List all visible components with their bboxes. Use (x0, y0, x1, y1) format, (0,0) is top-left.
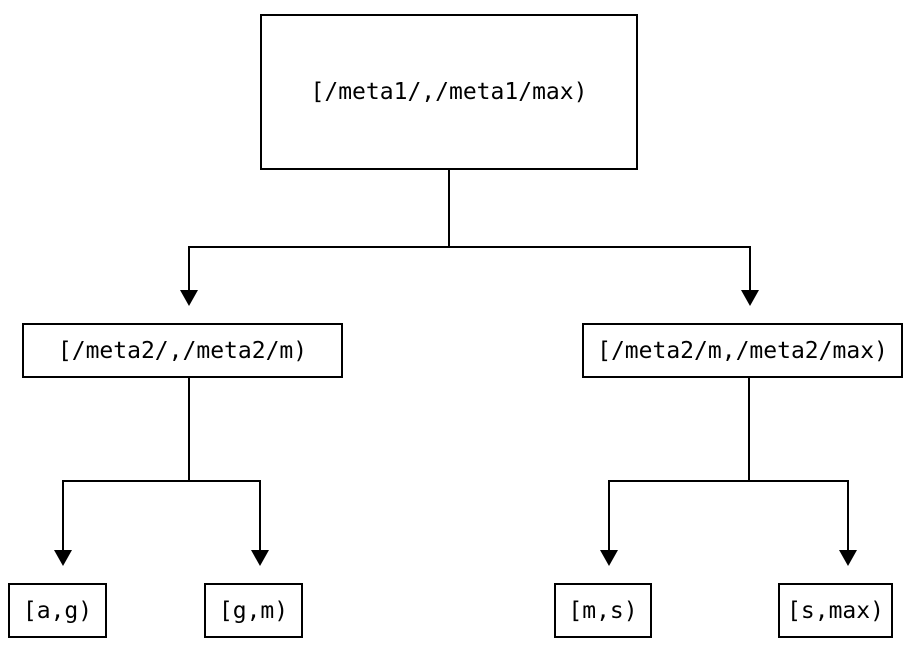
connector-root-drop-right (749, 246, 751, 290)
connector-root-drop-left (188, 246, 190, 290)
connector-root-crossbar (188, 246, 751, 248)
connector-right-drop-left (608, 480, 610, 550)
connector-left-drop-right (259, 480, 261, 550)
arrow-down-icon (839, 550, 857, 566)
connector-right-crossbar (608, 480, 849, 482)
arrow-down-icon (251, 550, 269, 566)
connector-left-stem (188, 378, 190, 482)
arrow-down-icon (54, 550, 72, 566)
connector-root-stem (448, 170, 450, 248)
node-leaf-m-s: [m,s) (554, 583, 652, 638)
node-root-interval: [/meta1/,/meta1/max) (260, 14, 638, 170)
node-leaf-s-max: [s,max) (778, 583, 893, 638)
node-leaf-a-g: [a,g) (8, 583, 107, 638)
connector-left-drop-left (62, 480, 64, 550)
connector-right-stem (748, 378, 750, 482)
connector-left-crossbar (62, 480, 261, 482)
arrow-down-icon (600, 550, 618, 566)
arrow-down-icon (180, 290, 198, 306)
node-level2-left-interval: [/meta2/,/meta2/m) (22, 323, 343, 378)
arrow-down-icon (741, 290, 759, 306)
node-level2-right-interval: [/meta2/m,/meta2/max) (582, 323, 903, 378)
connector-right-drop-right (847, 480, 849, 550)
node-leaf-g-m: [g,m) (204, 583, 303, 638)
